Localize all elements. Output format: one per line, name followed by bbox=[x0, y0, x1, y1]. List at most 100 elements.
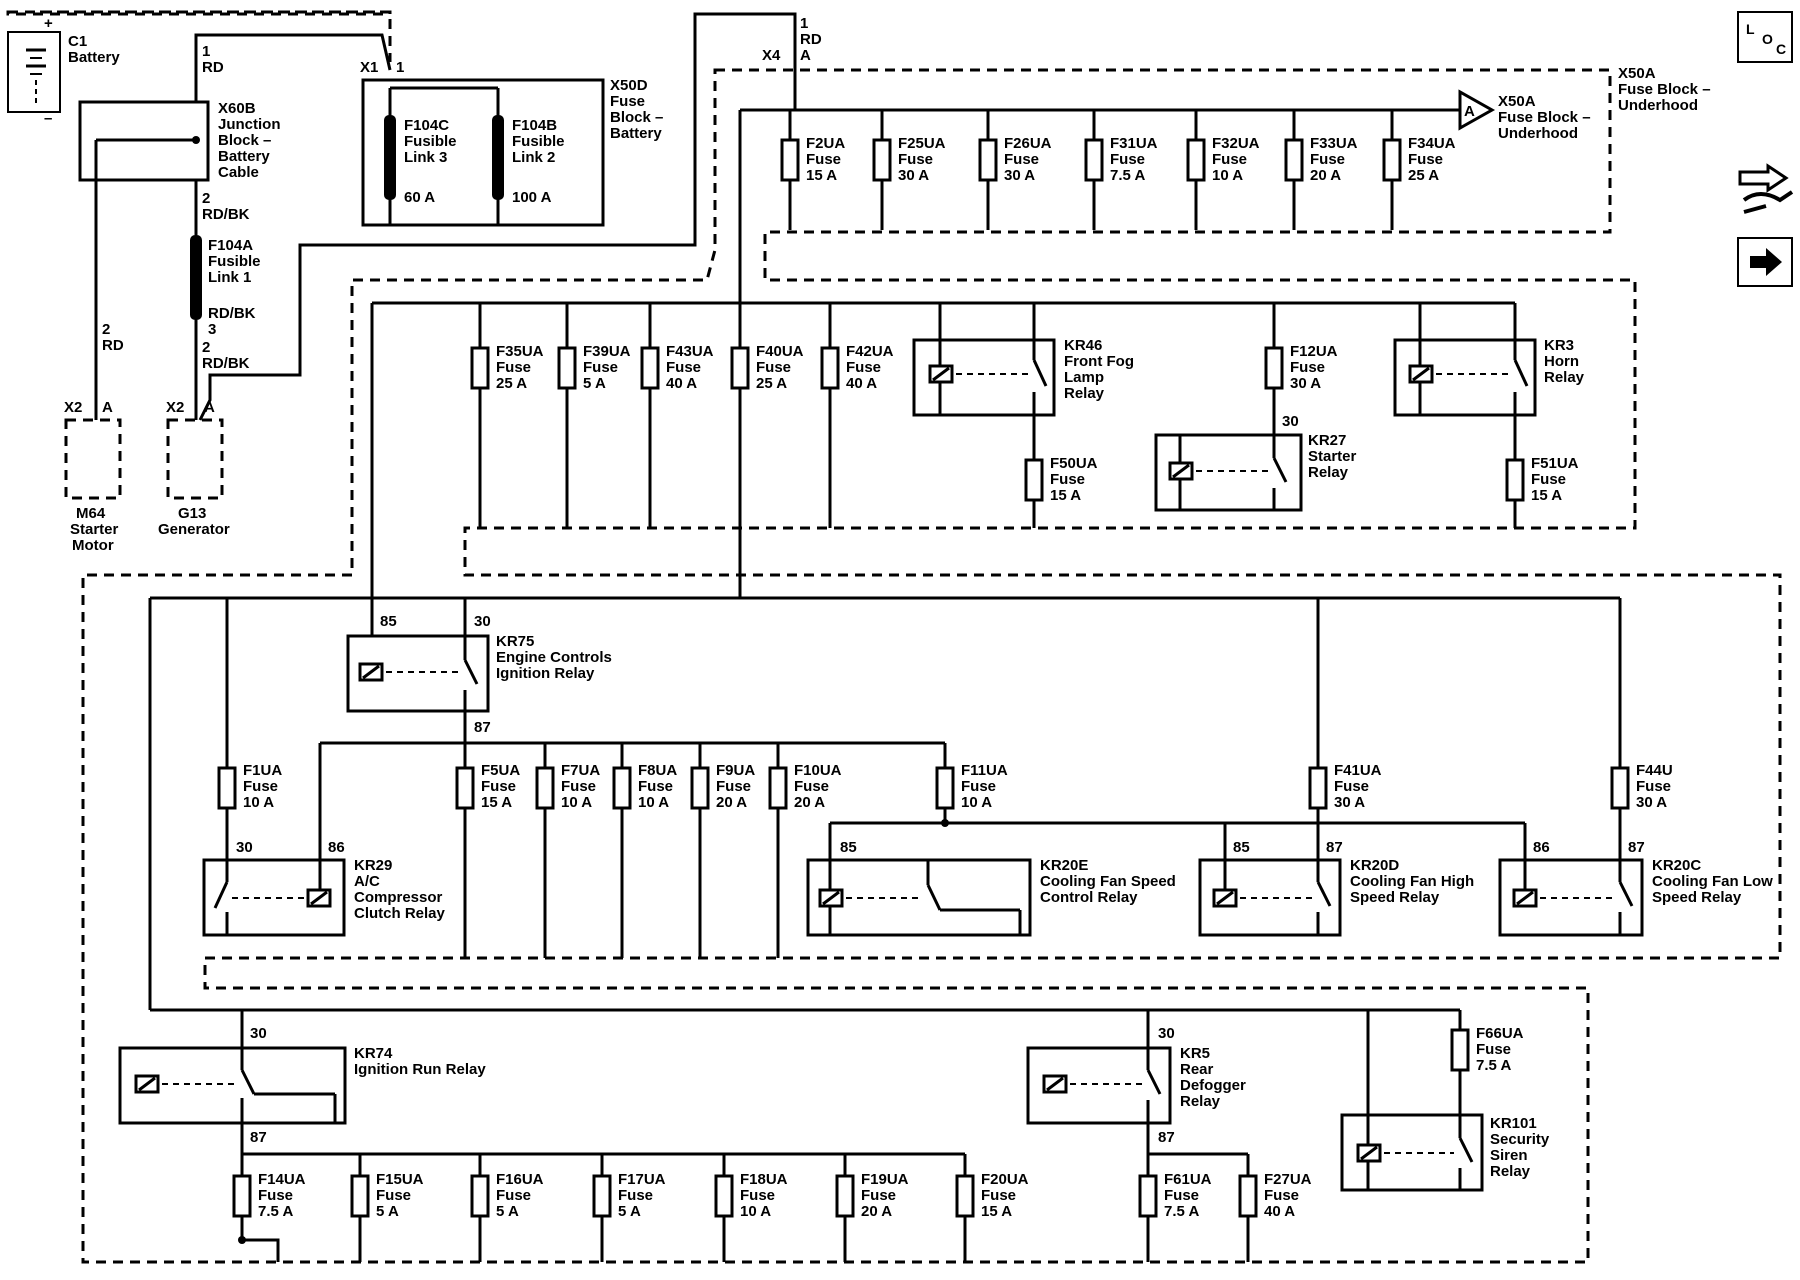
kr20c-pin-a: 86 bbox=[1533, 839, 1550, 856]
fuse-rating-label: 15 A bbox=[1531, 487, 1562, 504]
kr5-line2: Rear bbox=[1180, 1061, 1214, 1078]
fuse-id-label: F18UA bbox=[740, 1171, 788, 1188]
battery-plus: + bbox=[44, 15, 53, 32]
fuse-type-label: Fuse bbox=[1212, 151, 1247, 168]
fuse-block-battery-x50d bbox=[361, 78, 605, 227]
generator-feed-wire bbox=[198, 12, 797, 421]
x50a-ref-line2: Fuse Block – bbox=[1498, 109, 1591, 126]
bat-wire-color: RD bbox=[202, 59, 224, 76]
kr75-pin-b: 30 bbox=[474, 613, 491, 630]
battery-dashed-line bbox=[40, 10, 392, 62]
fuse-type-label: Fuse bbox=[794, 778, 829, 795]
kr75-pin-c: 87 bbox=[474, 719, 491, 736]
fuse-type-label: Fuse bbox=[898, 151, 933, 168]
fuse-rating-label: 25 A bbox=[1408, 167, 1439, 184]
fuse-id-label: F34UA bbox=[1408, 135, 1456, 152]
kr20d-id: KR20D bbox=[1350, 857, 1399, 874]
kr74-pin-a: 30 bbox=[250, 1025, 267, 1042]
fuse-rating-label: 5 A bbox=[376, 1203, 399, 1220]
fuse-id-label: F5UA bbox=[481, 762, 520, 779]
kr46-id: KR46 bbox=[1064, 337, 1102, 354]
fuse-rating-label: 10 A bbox=[638, 794, 669, 811]
g13-pin: A bbox=[204, 399, 215, 416]
kr20d-pin-b: 87 bbox=[1326, 839, 1343, 856]
fuse-id-label: F2UA bbox=[806, 135, 845, 152]
x4-letter: A bbox=[800, 47, 811, 64]
fuse-id-label: F50UA bbox=[1050, 455, 1098, 472]
kr74-id: KR74 bbox=[354, 1045, 393, 1062]
fusible-link-2 bbox=[492, 115, 504, 200]
kr101-line3: Siren bbox=[1490, 1147, 1528, 1164]
kr5-line4: Relay bbox=[1180, 1093, 1221, 1110]
x60b-line2: Junction bbox=[218, 116, 281, 133]
fuse-rating-label: 7.5 A bbox=[258, 1203, 293, 1220]
battery-symbol bbox=[7, 31, 61, 113]
fuse-id-label: F33UA bbox=[1310, 135, 1358, 152]
x1-label: X1 bbox=[360, 59, 378, 76]
fuse-id-label: F16UA bbox=[496, 1171, 544, 1188]
fuse-rating-label: 5 A bbox=[583, 375, 606, 392]
fuse-rating-label: 40 A bbox=[846, 375, 877, 392]
x50a-id: X50A bbox=[1618, 65, 1656, 82]
relay-kr75 bbox=[346, 634, 490, 713]
x50a-line2: Fuse Block – bbox=[1618, 81, 1711, 98]
m64-id: M64 bbox=[76, 505, 106, 522]
g13-id: G13 bbox=[178, 505, 206, 522]
kr20d-line2: Cooling Fan High bbox=[1350, 873, 1474, 890]
kr27-line2: Starter bbox=[1308, 448, 1357, 465]
x4-pin: 1 bbox=[800, 15, 808, 32]
kr101-line4: Relay bbox=[1490, 1163, 1531, 1180]
relay-kr20d bbox=[1198, 858, 1342, 937]
fuse-rating-label: 10 A bbox=[1212, 167, 1243, 184]
fuse-type-label: Fuse bbox=[1310, 151, 1345, 168]
fuse-rating-label: 30 A bbox=[898, 167, 929, 184]
fuse-type-label: Fuse bbox=[806, 151, 841, 168]
kr46-line2: Front Fog bbox=[1064, 353, 1134, 370]
fuse-id-label: F10UA bbox=[794, 762, 842, 779]
fuse-type-label: Fuse bbox=[1164, 1187, 1199, 1204]
battery-minus: – bbox=[44, 110, 52, 127]
fuse-id-label: F7UA bbox=[561, 762, 600, 779]
fuse-rating-label: 30 A bbox=[1636, 794, 1667, 811]
link1-id: F104A bbox=[208, 237, 253, 254]
fuse-type-label: Fuse bbox=[496, 1187, 531, 1204]
fuse-type-label: Fuse bbox=[243, 778, 278, 795]
m64-pin: A bbox=[102, 399, 113, 416]
f104c-line3: Link 3 bbox=[404, 149, 447, 166]
fuse-id-label: F42UA bbox=[846, 343, 894, 360]
x50a-ref-letter: A bbox=[1464, 103, 1475, 120]
x50a-ref-id: X50A bbox=[1498, 93, 1536, 110]
next-page-button[interactable] bbox=[1737, 237, 1793, 287]
fuse-type-label: Fuse bbox=[1476, 1041, 1511, 1058]
gen-wire-pin: 2 bbox=[202, 339, 210, 356]
fuse-rating-label: 40 A bbox=[1264, 1203, 1295, 1220]
kr29-pin-a: 30 bbox=[236, 839, 253, 856]
x1-pin: 1 bbox=[396, 59, 404, 76]
fuse-id-label: F12UA bbox=[1290, 343, 1338, 360]
location-button[interactable]: L O C bbox=[1737, 11, 1793, 63]
connector-wrench-icon[interactable] bbox=[1738, 163, 1794, 214]
x60b-line4: Battery bbox=[218, 148, 270, 165]
g13-generator bbox=[166, 418, 224, 500]
kr27-line3: Relay bbox=[1308, 464, 1349, 481]
fuse-type-label: Fuse bbox=[1110, 151, 1145, 168]
jb-wire-pin: 2 bbox=[202, 190, 210, 207]
x60b-line3: Block – bbox=[218, 132, 271, 149]
